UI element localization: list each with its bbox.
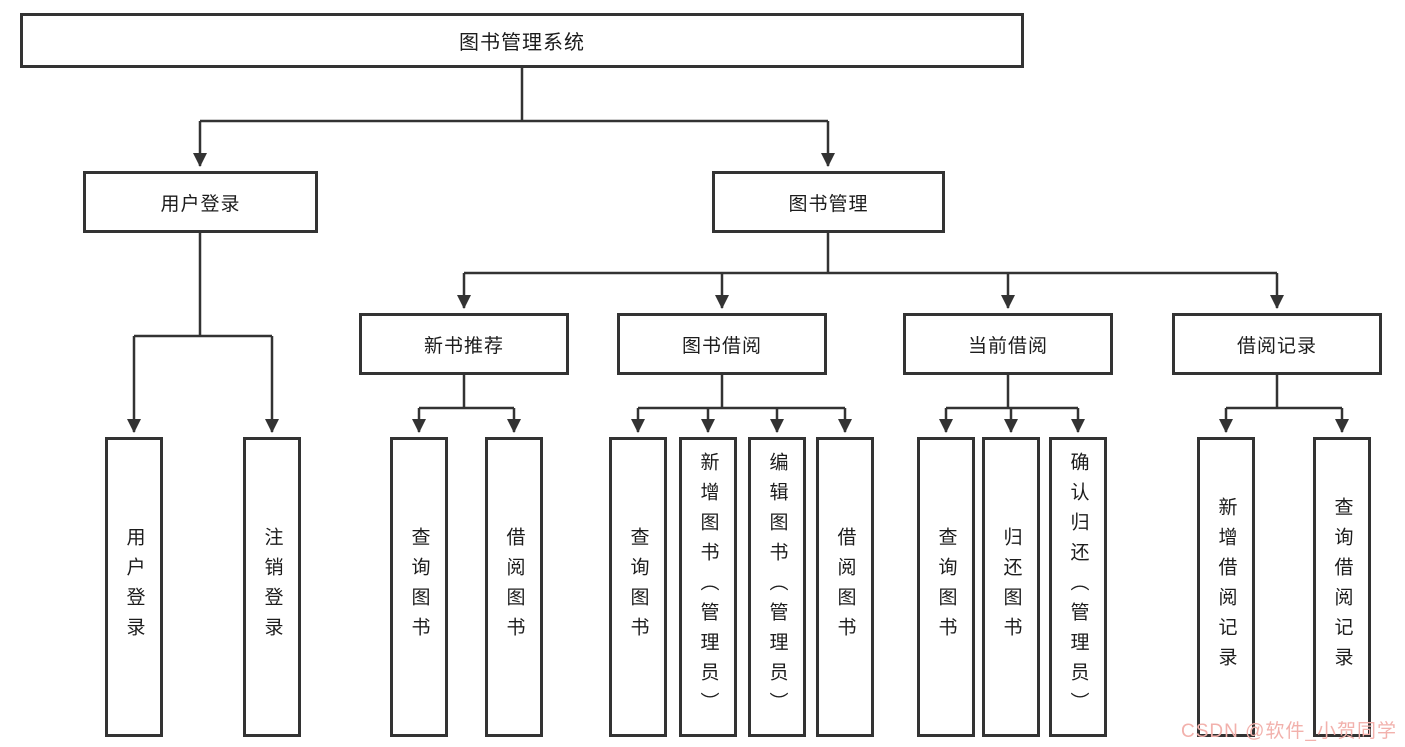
node-label: 图书管理 <box>788 193 869 215</box>
leaf-query-book-1: 查询图书 <box>390 437 448 737</box>
leaf-add-book-admin: 新增图书（管理员） <box>679 437 737 737</box>
node-label: 用户登录 <box>123 527 145 647</box>
node-label: 新增图书（管理员） <box>697 452 719 722</box>
node-label: 查询图书 <box>408 527 430 647</box>
node-label: 查询借阅记录 <box>1331 497 1353 677</box>
connector-current-spine <box>946 375 1078 410</box>
leaf-edit-book-admin: 编辑图书（管理员） <box>748 437 806 737</box>
node-label: 借阅图书 <box>503 527 525 647</box>
node-label: 查询图书 <box>935 527 957 647</box>
node-label: 新增借阅记录 <box>1215 497 1237 677</box>
connector-bookmgmt-spine <box>464 233 1277 275</box>
leaf-add-borrow-record: 新增借阅记录 <box>1197 437 1255 737</box>
node-label: 确认归还（管理员） <box>1067 452 1089 722</box>
leaf-borrow-book-1: 借阅图书 <box>485 437 543 737</box>
leaf-user-login: 用户登录 <box>105 437 163 737</box>
node-label: 当前借阅 <box>967 335 1048 357</box>
connector-borrow-spine <box>638 375 845 410</box>
connector-newbook-spine <box>419 375 514 410</box>
leaf-query-borrow-record: 查询借阅记录 <box>1313 437 1371 737</box>
node-root-system: 图书管理系统 <box>20 13 1024 68</box>
node-label: 图书借阅 <box>681 335 762 357</box>
node-label: 编辑图书（管理员） <box>766 452 788 722</box>
node-label: 用户登录 <box>160 193 241 215</box>
connector-userlogin-spine <box>134 233 272 338</box>
node-label: 借阅记录 <box>1236 335 1317 357</box>
leaf-query-book-2: 查询图书 <box>609 437 667 737</box>
leaf-borrow-book-2: 借阅图书 <box>816 437 874 737</box>
node-user-login-branch: 用户登录 <box>83 171 318 233</box>
connector-records-spine <box>1226 375 1342 410</box>
leaf-query-book-3: 查询图书 <box>917 437 975 737</box>
node-label: 注销登录 <box>261 527 283 647</box>
node-book-borrow: 图书借阅 <box>617 313 827 375</box>
node-label: 归还图书 <box>1000 527 1022 647</box>
node-label: 借阅图书 <box>834 527 856 647</box>
node-new-book-recommend: 新书推荐 <box>359 313 569 375</box>
leaf-return-book: 归还图书 <box>982 437 1040 737</box>
node-current-borrow: 当前借阅 <box>903 313 1113 375</box>
node-label: 查询图书 <box>627 527 649 647</box>
node-label: 图书管理系统 <box>459 32 585 54</box>
node-label: 新书推荐 <box>423 335 504 357</box>
leaf-confirm-return-admin: 确认归还（管理员） <box>1049 437 1107 737</box>
leaf-logout: 注销登录 <box>243 437 301 737</box>
node-book-management-branch: 图书管理 <box>712 171 945 233</box>
csdn-watermark: CSDN @软件_小贺同学 <box>1181 721 1397 742</box>
node-borrow-records: 借阅记录 <box>1172 313 1382 375</box>
connector-root-spine <box>200 68 828 123</box>
